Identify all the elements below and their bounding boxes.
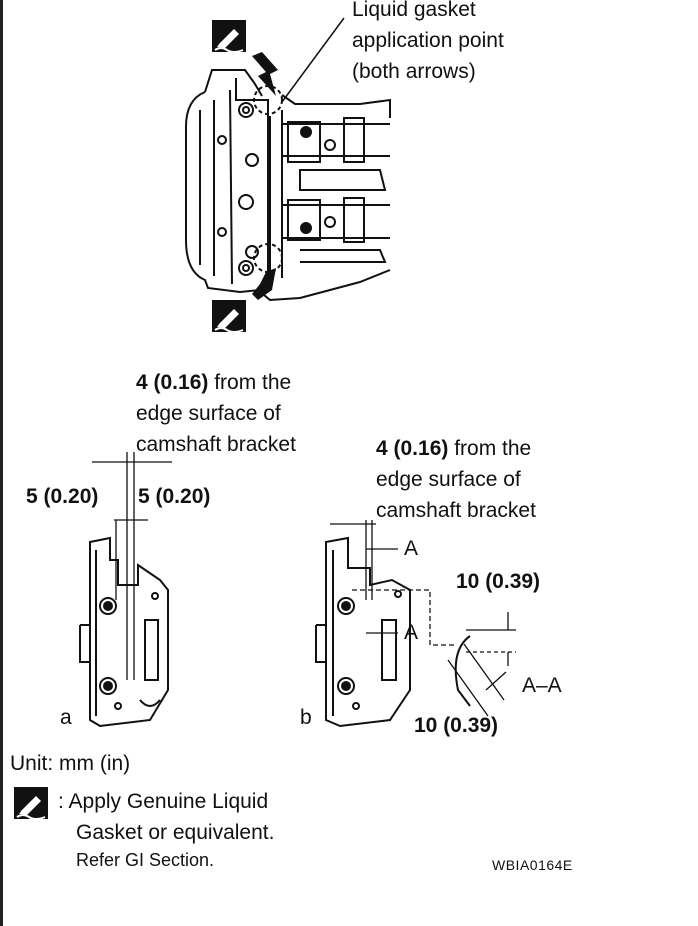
detail-b-note-line-2: edge surface of bbox=[376, 468, 521, 491]
legend-apply-line-1: : Apply Genuine Liquid bbox=[58, 790, 269, 813]
section-label-a-top: A bbox=[404, 537, 419, 560]
detail-a-right-dimension: 5 (0.20) bbox=[138, 485, 211, 508]
liquid-gasket-icon-top bbox=[211, 19, 247, 53]
detail-b-dimension-bottom: 10 (0.39) bbox=[414, 714, 499, 737]
detail-a-label: a bbox=[60, 706, 72, 729]
cylinder-head-drawing bbox=[184, 69, 391, 302]
figure-code: WBIA0164E bbox=[492, 857, 573, 873]
detail-b-text-1: from the bbox=[448, 437, 532, 460]
arrow-top bbox=[252, 52, 278, 96]
page-edge-bar bbox=[0, 0, 3, 926]
detail-b-label: b bbox=[300, 706, 312, 729]
detail-a-drawing bbox=[79, 452, 172, 728]
detail-a-value: 4 (0.16) bbox=[136, 371, 209, 394]
detail-a-note-line-2: edge surface of bbox=[136, 402, 281, 425]
detail-a-text-1: from the bbox=[208, 371, 292, 394]
section-a-a-label: A–A bbox=[522, 674, 562, 697]
detail-b-note-line-3: camshaft bracket bbox=[376, 499, 536, 522]
section-label-a-bottom: A bbox=[404, 621, 419, 644]
legend-refer-note: Refer GI Section. bbox=[76, 850, 215, 870]
callout-line-1: Liquid gasket bbox=[352, 0, 476, 21]
detail-b-value: 4 (0.16) bbox=[376, 437, 449, 460]
callout-leader bbox=[281, 17, 345, 103]
detail-b-dimension-top: 10 (0.39) bbox=[456, 570, 541, 593]
arrow-bottom bbox=[252, 268, 276, 300]
detail-a-note-line-1: 4 (0.16) from the bbox=[136, 367, 291, 398]
unit-note: Unit: mm (in) bbox=[10, 752, 131, 775]
detail-a-note-line-3: camshaft bracket bbox=[136, 433, 296, 456]
detail-b-note-line-1: 4 (0.16) from the bbox=[376, 433, 531, 464]
liquid-gasket-icon bbox=[13, 786, 49, 820]
detail-a-left-dimension: 5 (0.20) bbox=[26, 485, 99, 508]
liquid-gasket-icon-bottom bbox=[211, 299, 247, 333]
callout-line-3: (both arrows) bbox=[352, 60, 476, 83]
callout-line-2: application point bbox=[352, 29, 504, 52]
legend-apply-line-2: Gasket or equivalent. bbox=[76, 821, 275, 844]
detail-b-drawing bbox=[315, 520, 516, 728]
